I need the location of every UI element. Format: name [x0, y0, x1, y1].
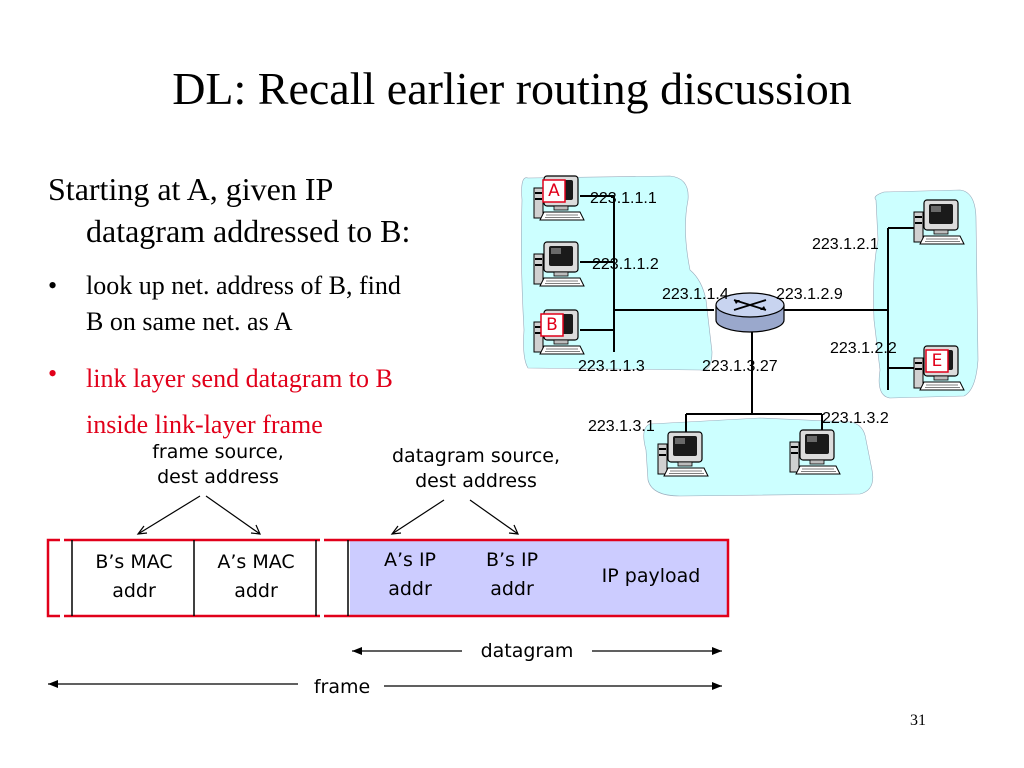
frame-right-border	[336, 538, 730, 618]
bullet-dot: •	[48, 359, 58, 388]
ip-address-router-if1: 223.1.1.4	[662, 286, 729, 303]
field-line: addr	[234, 580, 278, 602]
host-a-label: A	[548, 181, 560, 201]
annotation-line: frame source,	[152, 441, 284, 463]
field-a-ip: A’s IP addr	[360, 546, 460, 604]
bullet-lookup-line-1: look up net. address of B, find	[86, 271, 401, 300]
ip-address-e: 223.1.2.2	[830, 340, 897, 357]
ip-address-bottom-left: 223.1.3.1	[588, 418, 655, 435]
arrow-frame-source	[205, 495, 261, 535]
arrow-datagram-dest	[469, 499, 519, 535]
frame-label: frame	[313, 676, 371, 698]
ip-address-top-right: 223.1.2.1	[812, 236, 879, 253]
page-number: 31	[910, 712, 926, 729]
host-e-label: E	[931, 351, 943, 371]
intro-line-2: datagram addressed to B:	[86, 213, 411, 249]
ip-address-b: 223.1.1.3	[578, 358, 645, 375]
annotation-line: dest address	[157, 466, 279, 488]
annotation-line: datagram source,	[392, 445, 560, 467]
ip-address-router-if3: 223.1.3.27	[702, 358, 778, 375]
frame-address-annotation: frame source, dest address	[118, 440, 318, 490]
datagram-box	[350, 540, 728, 616]
field-a-mac: A’s MAC addr	[196, 548, 316, 606]
bullet-link-layer-line-1: link layer send datagram to B	[86, 364, 393, 393]
host-a-label-box	[542, 179, 566, 203]
ip-address-bottom-right: 223.1.3.2	[822, 410, 889, 427]
slide-title: DL: Recall earlier routing discussion	[172, 63, 852, 114]
frame-left-border	[64, 538, 320, 618]
frame-left-bracket	[46, 538, 60, 618]
host-b-label-box	[540, 313, 564, 337]
bullet-dot: •	[48, 271, 58, 300]
bullet-link-layer: • link layer send datagram to B inside l…	[48, 356, 508, 448]
arrow-frame-dest	[137, 495, 201, 535]
ip-address-host-2: 223.1.1.2	[592, 256, 659, 273]
field-b-mac: B’s MAC addr	[74, 548, 194, 606]
field-line: addr	[112, 580, 156, 602]
annotation-line: dest address	[415, 470, 537, 492]
host-e-label-box	[925, 349, 949, 373]
ip-address-a: 223.1.1.1	[590, 190, 657, 207]
datagram-address-annotation: datagram source, dest address	[356, 444, 596, 494]
bullet-link-layer-line-2: inside link-layer frame	[86, 410, 323, 439]
field-line: addr	[490, 578, 534, 600]
field-line: A’s IP	[383, 549, 437, 571]
intro-text: Starting at A, given IP datagram address…	[48, 168, 508, 252]
field-line: addr	[388, 578, 432, 600]
field-line: B’s MAC	[95, 551, 173, 573]
field-line: B’s IP	[485, 549, 539, 571]
bullet-lookup-line-2: B on same net. as A	[86, 307, 293, 336]
arrow-datagram-source	[391, 499, 445, 535]
ip-address-router-if2: 223.1.2.9	[776, 286, 843, 303]
host-b-label: B	[546, 315, 558, 335]
datagram-label: datagram	[480, 640, 574, 662]
router-icon	[715, 292, 785, 333]
field-b-ip: B’s IP addr	[462, 546, 562, 604]
field-line: A’s MAC	[217, 551, 295, 573]
intro-line-1: Starting at A, given IP	[48, 171, 334, 207]
bullet-lookup: • look up net. address of B, find B on s…	[48, 268, 508, 340]
field-ip-payload: IP payload	[601, 565, 701, 587]
